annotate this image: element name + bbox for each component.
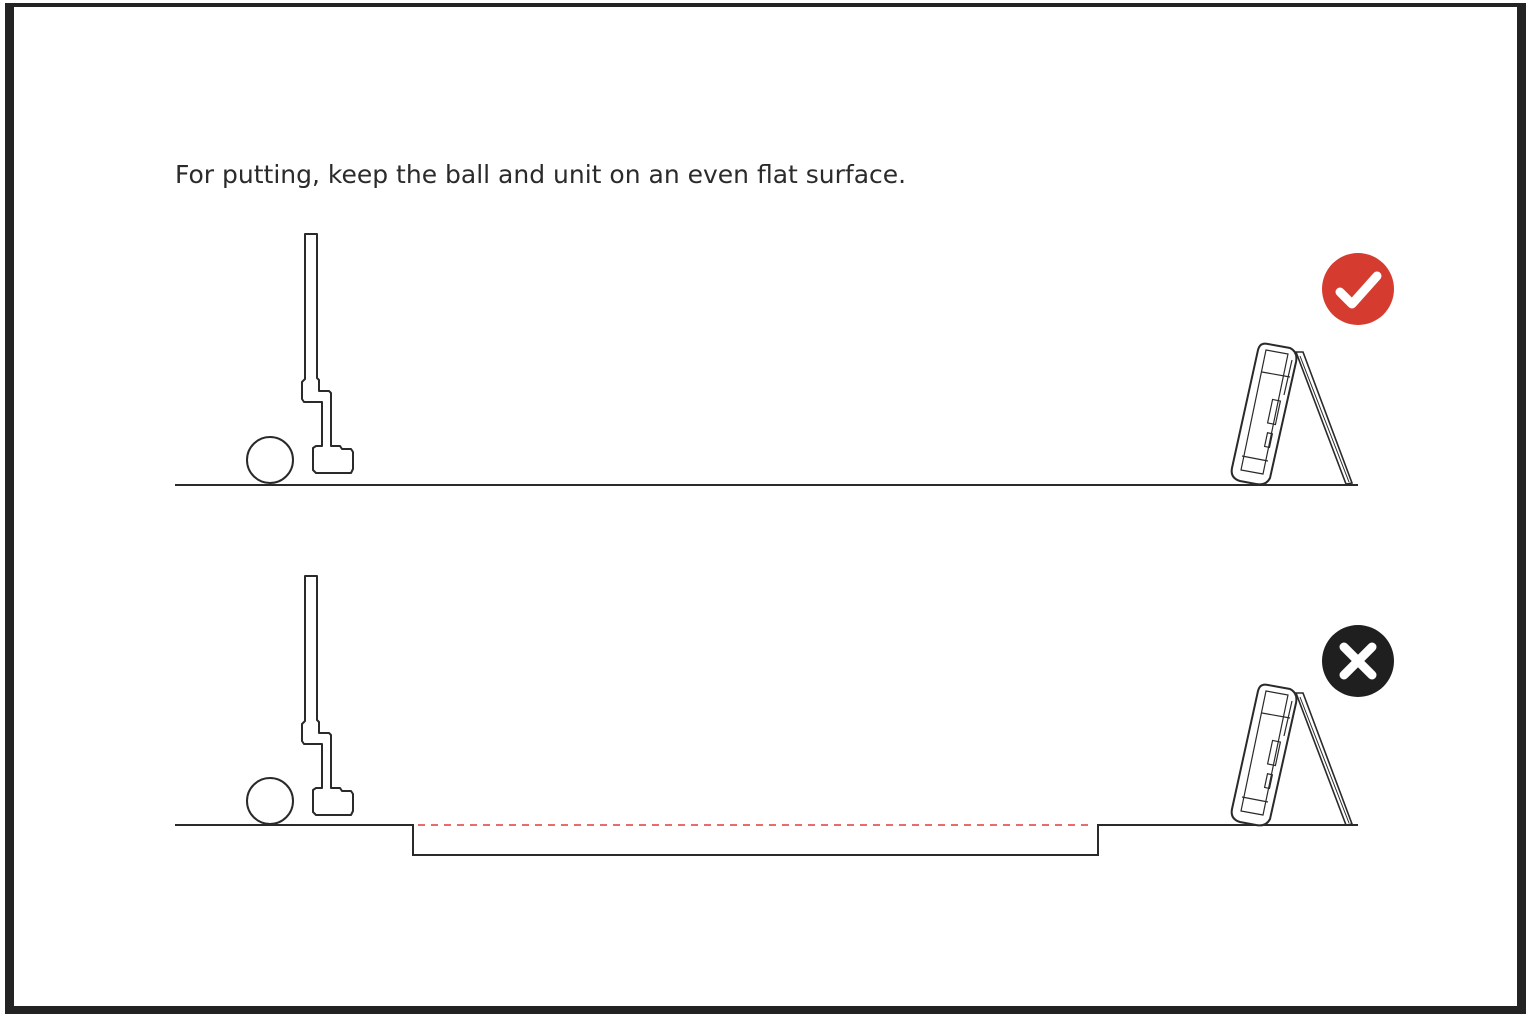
correct-setup-panel [175,233,1394,486]
x-icon [1322,625,1394,697]
instruction-text: For putting, keep the ball and unit on a… [175,160,907,189]
uneven-ground-line [175,824,1358,856]
putter [301,233,354,474]
putter [301,575,354,816]
launch-monitor-unit [1230,342,1353,486]
incorrect-setup-panel [175,575,1394,856]
check-icon [1322,253,1394,325]
image-frame [5,3,1526,1014]
golf-ball [246,777,294,825]
golf-ball [246,436,294,484]
launch-monitor-unit [1230,683,1353,827]
